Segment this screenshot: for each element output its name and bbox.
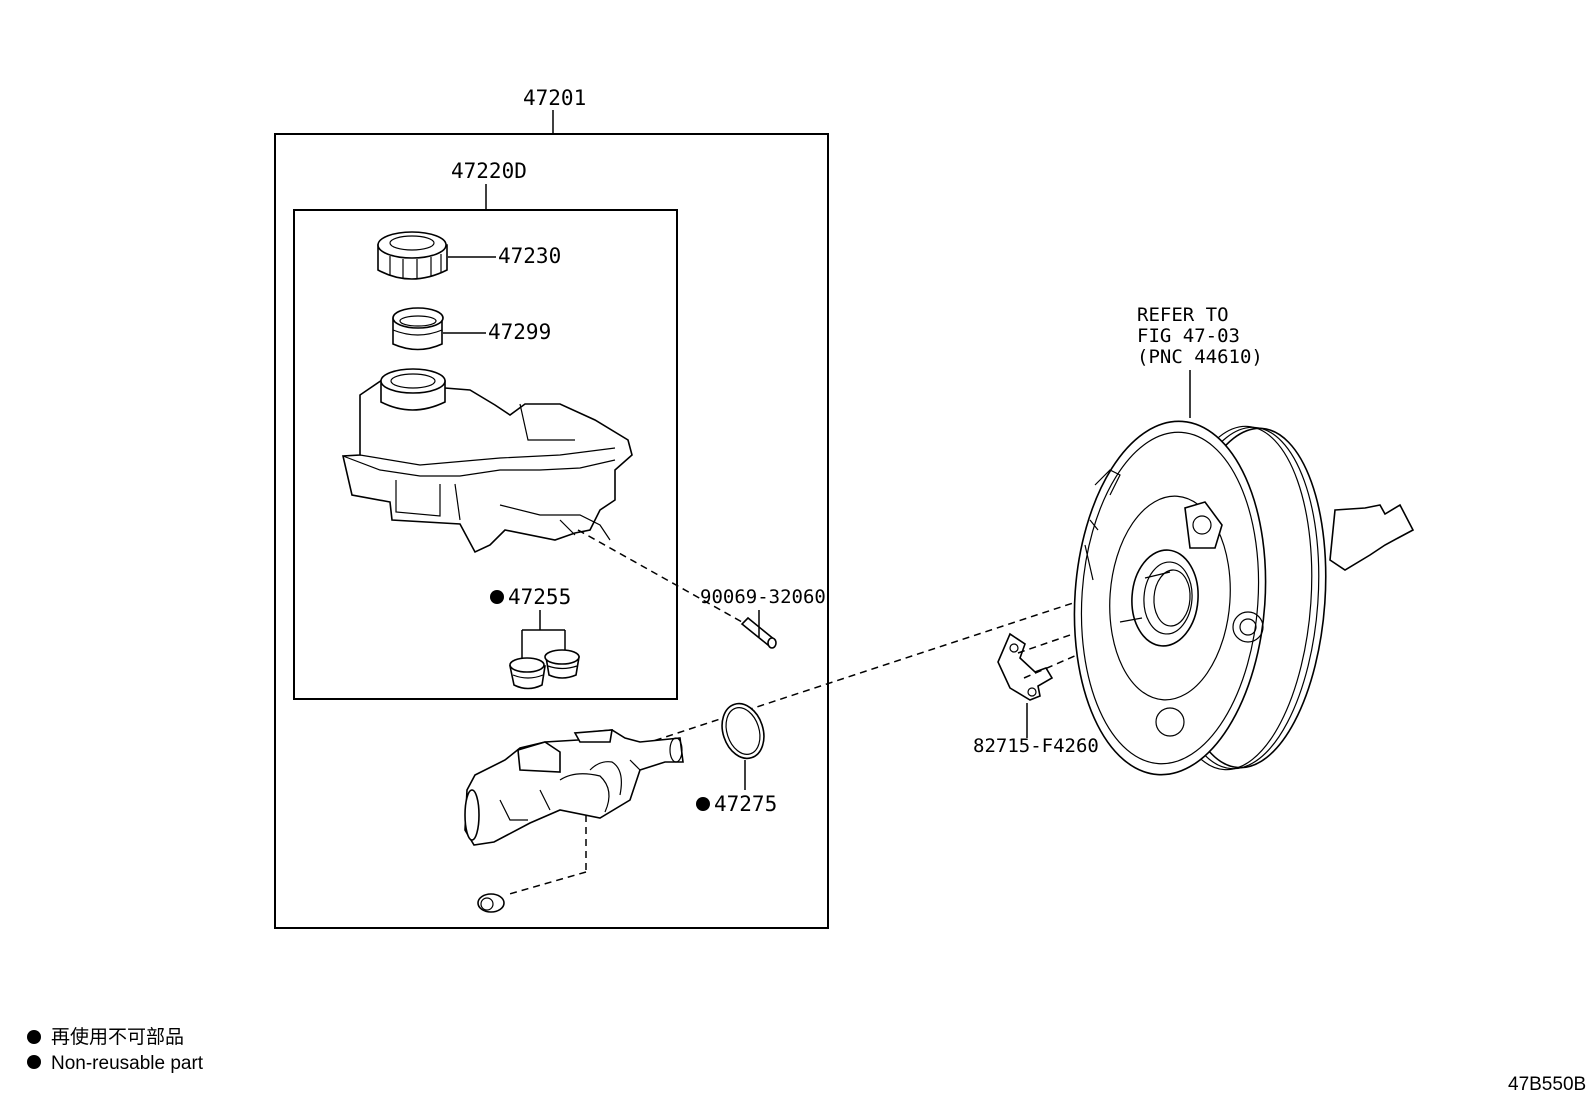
plug-part: [477, 893, 505, 913]
booster-ref-line3: (PNC 44610): [1137, 346, 1263, 368]
grommet-part-number: 47255: [508, 585, 571, 609]
strainer-part-number: 47299: [488, 320, 551, 344]
master-cylinder-part: [464, 729, 684, 846]
subassembly-frame-47220D: [293, 209, 678, 700]
cylinder-to-booster-guide: [631, 580, 1141, 749]
reservoir-cap-part: [377, 231, 448, 280]
pin-dashed-guide: [577, 529, 743, 623]
grommet-part-right: [544, 649, 580, 679]
assembly-label: 47201: [523, 86, 586, 110]
assembly-frame-47201: [274, 133, 829, 929]
strainer-part: [392, 307, 444, 351]
non-reusable-bullet-grommet: [490, 590, 504, 604]
grommet-leader: [521, 610, 566, 660]
legend-text-jp: 再使用不可部品: [51, 1026, 184, 1048]
figure-code: 47B550B: [1508, 1074, 1586, 1095]
subassembly-label: 47220D: [451, 159, 527, 183]
plug-dashed-guide-h: [505, 871, 587, 896]
plate-dashed-guide-2: [1023, 644, 1101, 679]
booster-ref-line2: FIG 47-03: [1137, 325, 1240, 347]
bracket-plate-part: [997, 632, 1054, 701]
legend-bullet-jp: [27, 1030, 41, 1044]
non-reusable-bullet-o-ring: [696, 797, 710, 811]
o-ring-part-number: 47275: [714, 792, 777, 816]
grommet-part-left: [509, 657, 546, 690]
pin-part-number: 90069-32060: [700, 586, 826, 608]
booster-ref-line1: REFER TO: [1137, 304, 1229, 326]
legend-text-en: Non-reusable part: [51, 1053, 204, 1074]
reservoir-tank-part: [342, 368, 633, 554]
legend-bullet-en: [27, 1055, 41, 1069]
cap-part-number: 47230: [498, 244, 561, 268]
brake-booster-part: [1073, 420, 1415, 776]
o-ring-part: [721, 702, 765, 760]
plate-part-number: 82715-F4260: [973, 735, 1099, 757]
